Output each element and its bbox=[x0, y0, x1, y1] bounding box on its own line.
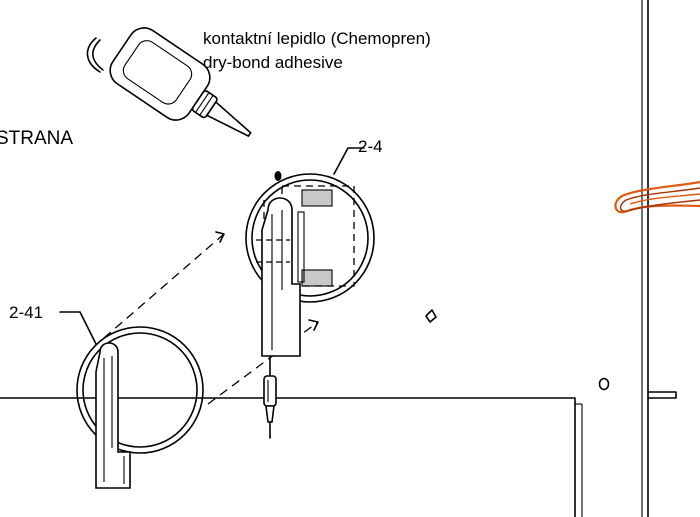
glue-pad-bottom bbox=[301, 269, 333, 287]
adhesive-label-en: dry-bond adhesive bbox=[203, 53, 343, 72]
leader-2-4 bbox=[333, 147, 365, 175]
transfer-lines bbox=[103, 231, 319, 405]
glue-bottle-icon bbox=[86, 27, 282, 181]
ref-label-2-41: 2-41 bbox=[9, 303, 43, 322]
holes bbox=[425, 309, 610, 391]
pin-tool bbox=[263, 355, 277, 439]
glue-pad-top bbox=[301, 189, 333, 207]
ref-label-2-4: 2-4 bbox=[358, 137, 383, 156]
hole-diamond bbox=[425, 309, 437, 323]
clip-2-4 bbox=[245, 173, 375, 439]
part-outline bbox=[0, 0, 677, 517]
hole-round bbox=[598, 377, 610, 391]
clip-2-41 bbox=[76, 326, 204, 489]
adhesive-label-cz: kontaktní lepidlo (Chemopren) bbox=[203, 29, 431, 48]
rubber-band-icon bbox=[614, 180, 700, 214]
leader-2-41 bbox=[59, 311, 97, 345]
side-label: STRANA bbox=[0, 128, 73, 149]
